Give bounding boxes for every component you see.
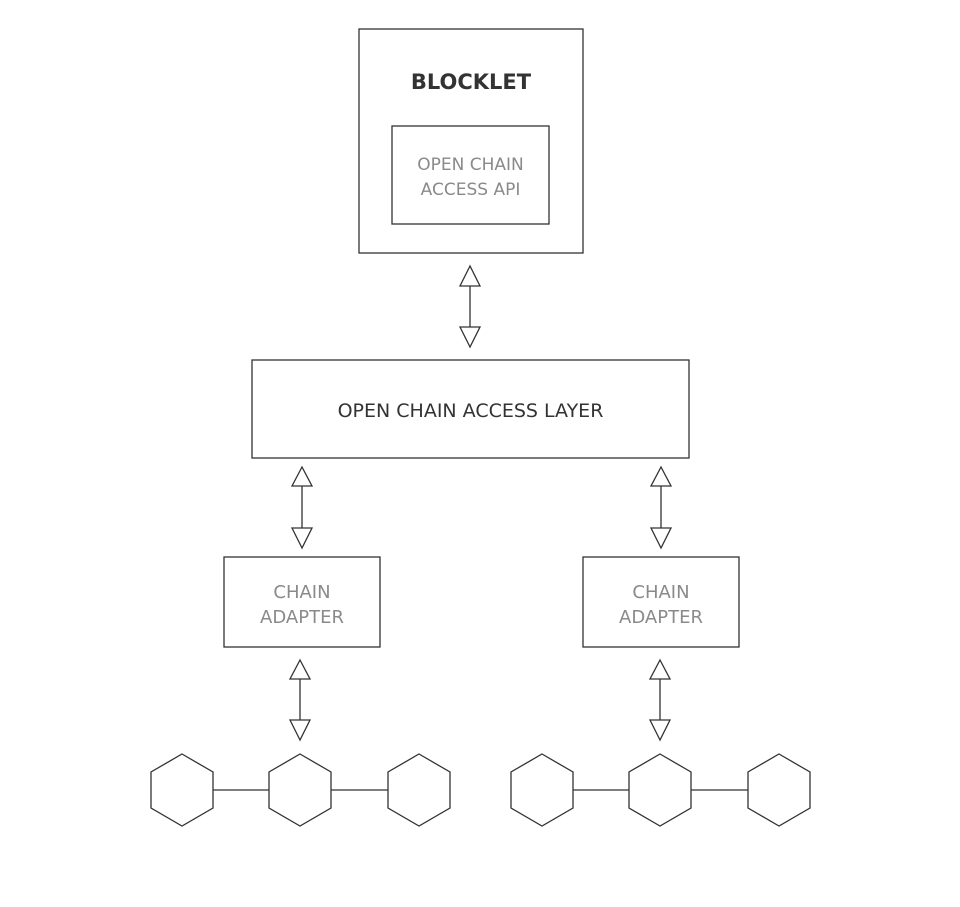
access-layer-label: OPEN CHAIN ACCESS LAYER [338,400,604,422]
block-node-hexagon [510,753,574,827]
blockchain-left [150,753,451,827]
adapter-left-line2: ADAPTER [260,607,344,628]
adapter-left-line1: CHAIN [273,582,330,603]
block-node-hexagon [628,753,692,827]
adapter-right-line1: CHAIN [632,582,689,603]
block-node-hexagon [150,753,214,827]
blocklet-box: BLOCKLET OPEN CHAIN ACCESS API [358,28,584,254]
arrow-layer-adapter-right [649,465,673,550]
open-chain-access-api-box: OPEN CHAIN ACCESS API [391,125,550,225]
arrow-adapter-chain-right [648,658,672,742]
api-label-line1: OPEN CHAIN [417,155,524,175]
chain-adapter-left: CHAIN ADAPTER [223,556,381,648]
block-node-hexagon [747,753,811,827]
access-layer-box: OPEN CHAIN ACCESS LAYER [251,359,690,459]
adapter-right-line2: ADAPTER [619,607,703,628]
block-node-hexagon [268,753,332,827]
api-label-line2: ACCESS API [421,180,521,200]
chain-adapter-right: CHAIN ADAPTER [582,556,740,648]
arrow-blocklet-layer [458,264,482,349]
blocklet-title: BLOCKLET [411,70,532,94]
arrow-adapter-chain-left [288,658,312,742]
arrow-layer-adapter-left [290,465,314,550]
blockchain-right [510,753,811,827]
block-node-hexagon [387,753,451,827]
